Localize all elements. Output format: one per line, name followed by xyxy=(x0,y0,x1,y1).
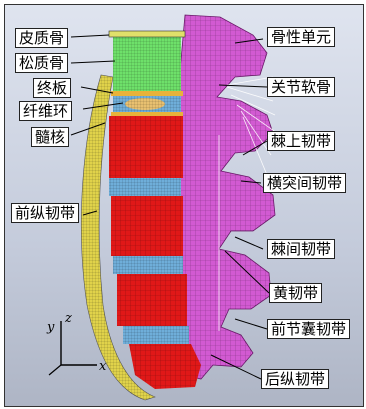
label-capsular-ligament: 前节囊韧带 xyxy=(267,319,350,339)
label-interspinous-ligament: 棘间韧带 xyxy=(267,239,335,259)
label-endplate: 终板 xyxy=(33,78,71,98)
spine-model-figure: y z x 皮质骨 松质骨 终板 xyxy=(4,4,364,407)
label-ligamentum-flavum: 黄韧带 xyxy=(269,283,322,303)
label-anterior-longitudinal-ligament: 前纵韧带 xyxy=(11,203,79,223)
label-annulus-fibrosus: 纤维环 xyxy=(19,101,72,121)
label-posterior-element: 骨性单元 xyxy=(267,27,335,47)
label-nucleus-pulposus: 髓核 xyxy=(31,127,69,147)
label-supraspinous-ligament: 棘上韧带 xyxy=(267,131,335,151)
label-posterior-longitudinal-ligament: 后纵韧带 xyxy=(261,369,329,389)
label-intertransverse-ligament: 横突间韧带 xyxy=(263,173,346,193)
label-cancellous-bone: 松质骨 xyxy=(15,53,68,73)
label-facet-cartilage: 关节软骨 xyxy=(267,77,335,97)
label-cortical-bone: 皮质骨 xyxy=(15,28,68,48)
